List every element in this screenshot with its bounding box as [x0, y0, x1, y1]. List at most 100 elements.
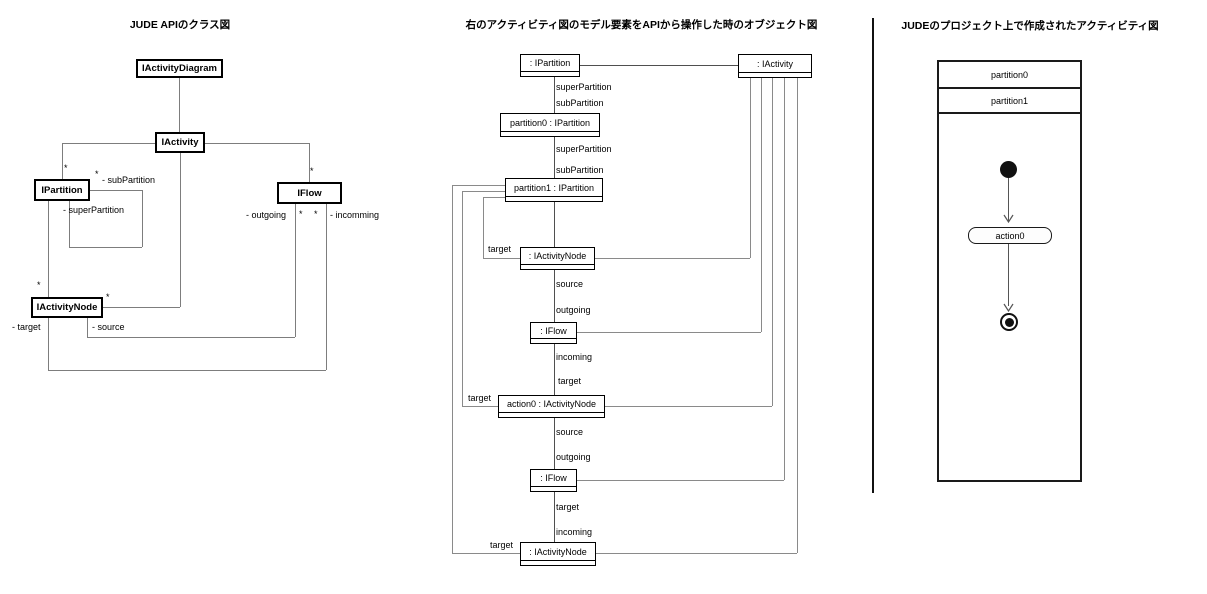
connector-segment	[462, 191, 463, 406]
connector-segment	[596, 553, 797, 554]
connector-segment	[554, 270, 555, 322]
panel-divider	[872, 18, 874, 493]
role-label-source: source	[556, 427, 584, 437]
role-label-superpartition: superPartition	[556, 82, 612, 92]
role-label-target: - target	[12, 322, 41, 332]
multiplicity-label: *	[95, 169, 99, 179]
object-box-iflow-1: : IFlow	[530, 322, 577, 344]
left-panel-title: JUDE APIのクラス図	[129, 19, 231, 31]
connector-segment	[48, 370, 326, 371]
role-label-outgoing: outgoing	[556, 452, 591, 462]
connector-segment	[87, 318, 88, 337]
connector-segment	[784, 78, 785, 480]
flow-arrow-line	[1008, 244, 1009, 306]
connector-segment	[483, 197, 505, 198]
role-label-subpartition: subPartition	[556, 98, 604, 108]
role-label-superpartition: - superPartition	[63, 205, 125, 215]
connector-segment	[87, 337, 295, 338]
connector-segment	[62, 143, 63, 179]
class-box-iactivity: IActivity	[155, 132, 205, 153]
connector-segment	[577, 332, 761, 333]
connector-segment	[554, 202, 555, 247]
object-box-partition0: partition0 : IPartition	[500, 113, 600, 137]
role-label-source: - source	[92, 322, 125, 332]
object-box-partition1: partition1 : IPartition	[505, 178, 603, 202]
connector-segment	[90, 190, 142, 191]
connector-segment	[103, 307, 180, 308]
role-label-incomming: - incomming	[330, 210, 380, 220]
middle-panel-title: 右のアクティビティ図のモデル要素をAPIから操作した時のオブジェクト図	[465, 19, 818, 31]
initial-node	[1000, 161, 1017, 178]
connector-segment	[750, 78, 751, 258]
object-box-iactivity: : IActivity	[738, 54, 812, 78]
role-label-outgoing: - outgoing	[246, 210, 287, 220]
role-label-outgoing: outgoing	[556, 305, 591, 315]
connector-segment	[48, 318, 49, 370]
partition-label: partition0	[990, 69, 1029, 80]
connector-segment	[577, 480, 784, 481]
connector-segment	[797, 78, 798, 553]
connector-segment	[483, 258, 520, 259]
object-box-ipartition-anon: : IPartition	[520, 54, 580, 77]
role-label-target: target	[556, 502, 580, 512]
connector-segment	[142, 190, 143, 247]
class-box-ipartition: IPartition	[34, 179, 90, 201]
role-label-target: target	[490, 540, 514, 550]
flow-arrow-line	[1008, 178, 1009, 221]
connector-segment	[462, 406, 498, 407]
connector-segment	[62, 143, 155, 144]
object-box-iflow-2: : IFlow	[530, 469, 577, 492]
arrowhead-icon	[1003, 214, 1014, 223]
object-box-iactivitynode-1: : IActivityNode	[520, 247, 595, 270]
role-label-target: target	[468, 393, 492, 403]
connector-segment	[605, 406, 772, 407]
swimlane: partition0 partition1	[937, 60, 1082, 482]
connector-segment	[69, 247, 142, 248]
object-box-iactivitynode-2: : IActivityNode	[520, 542, 596, 566]
action-node-action0: action0	[968, 227, 1052, 244]
partition-header-1: partition1	[939, 89, 1080, 114]
connector-segment	[580, 65, 738, 66]
connector-segment	[295, 204, 296, 337]
connector-segment	[462, 191, 505, 192]
role-label-subpartition: - subPartition	[102, 175, 156, 185]
connector-segment	[554, 77, 555, 113]
connector-segment	[554, 492, 555, 542]
connector-segment	[452, 185, 453, 553]
role-label-incoming: incoming	[556, 527, 593, 537]
role-label-target: target	[488, 244, 512, 254]
multiplicity-label: *	[37, 280, 41, 290]
multiplicity-label: *	[64, 163, 68, 173]
arrowhead-icon	[1003, 303, 1014, 312]
role-label-superpartition: superPartition	[556, 144, 612, 154]
connector-segment	[452, 185, 505, 186]
class-box-iflow: IFlow	[277, 182, 342, 204]
connector-segment	[326, 204, 327, 370]
connector-segment	[69, 201, 70, 247]
multiplicity-label: *	[314, 209, 318, 219]
role-label-target: target	[558, 376, 582, 386]
activity-final-node-core	[1005, 318, 1014, 327]
multiplicity-label: *	[106, 292, 110, 302]
right-panel-title: JUDEのプロジェクト上で作成されたアクティビティ図	[901, 20, 1159, 32]
class-box-iactivitynode: IActivityNode	[31, 297, 103, 318]
connector-segment	[309, 143, 310, 182]
connector-segment	[48, 201, 49, 297]
connector-segment	[554, 344, 555, 395]
connector-segment	[554, 137, 555, 178]
connector-segment	[452, 553, 520, 554]
connector-segment	[761, 78, 762, 332]
connector-segment	[772, 78, 773, 406]
object-box-action0: action0 : IActivityNode	[498, 395, 605, 418]
role-label-incoming: incoming	[556, 352, 593, 362]
partition-header-0: partition0	[939, 62, 1080, 89]
multiplicity-label: *	[310, 166, 314, 176]
partition-label: partition1	[990, 95, 1029, 106]
connector-segment	[554, 418, 555, 469]
connector-segment	[205, 143, 309, 144]
class-box-iactivitydiagram: IActivityDiagram	[136, 59, 223, 78]
multiplicity-label: *	[299, 209, 303, 219]
connector-segment	[595, 258, 750, 259]
connector-segment	[180, 153, 181, 307]
